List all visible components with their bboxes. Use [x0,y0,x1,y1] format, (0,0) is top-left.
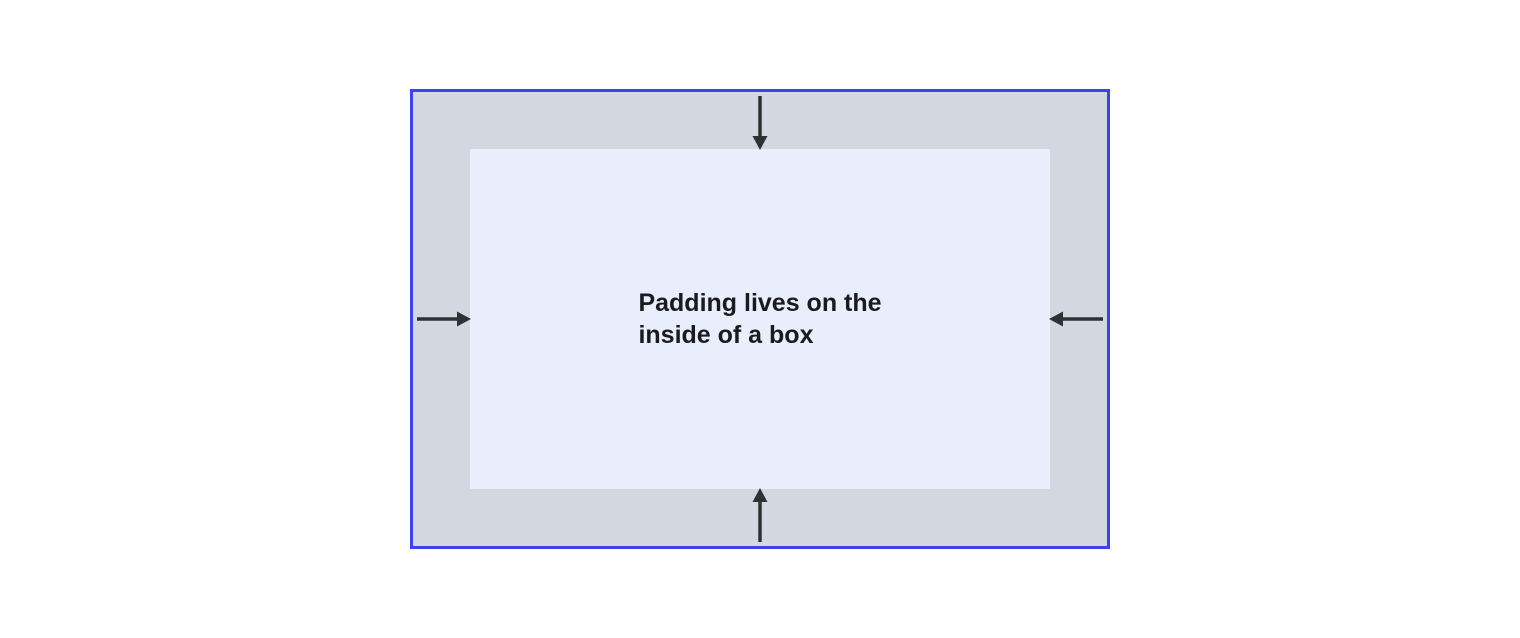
padding-arrow-bottom [751,488,769,542]
arrow-down-icon [752,96,768,150]
content-box: Padding lives on the inside of a box [470,149,1050,489]
caption: Padding lives on the inside of a box [638,289,882,349]
padding-box: Padding lives on the inside of a box [410,89,1110,549]
arrow-up-icon [752,488,768,542]
padding-arrow-top [751,96,769,150]
padding-arrow-left [417,310,471,328]
arrow-left-icon [1049,311,1103,327]
arrow-right-icon [417,311,471,327]
padding-arrow-right [1049,310,1103,328]
